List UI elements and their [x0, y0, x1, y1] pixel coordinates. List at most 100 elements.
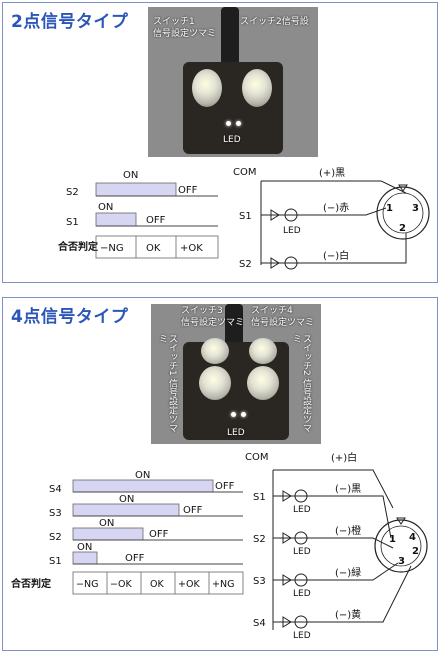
pin-1: 1 [389, 534, 396, 545]
connector-outline [374, 519, 428, 573]
s2-on-bar [95, 182, 177, 197]
wire [326, 233, 407, 264]
s1-label: S1 [253, 492, 266, 503]
com-label: COM [245, 452, 268, 463]
row-label-s1: S1 [49, 556, 62, 567]
diode-symbol [282, 616, 292, 628]
timing-chart: ON S2 OFF ON S1 OFF 合否判定 −NG OK +OK [58, 170, 219, 259]
switch1-label: スイッチ1 [153, 17, 195, 27]
pin-2: 2 [399, 223, 406, 234]
led-indicator [231, 412, 236, 417]
on-label: ON [99, 518, 114, 529]
off-label: OFF [183, 505, 203, 516]
judge-pos-ok: +OK [180, 243, 203, 254]
switch2-knob [242, 69, 272, 107]
timing-chart: ON S4 OFF ON S3 OFF ON S2 OFF ON S1 OFF … [10, 470, 244, 595]
on-label: ON [98, 202, 113, 213]
diode-symbol [270, 209, 280, 221]
wire-yellow-label: (−)黄 [335, 608, 361, 621]
led-label: LED [283, 226, 301, 236]
judge-box [72, 571, 244, 595]
panel-title: 2点信号タイプ [11, 12, 129, 32]
wire [380, 180, 407, 194]
wiring-diagram: COM (+)黒 S1 LED (−)赤 S2 (−)白 1 3 2 [233, 167, 430, 270]
cable [221, 7, 239, 67]
led-label: LED [293, 505, 311, 515]
switch3-label-line2: 信号設定ツマミ [181, 318, 245, 328]
wire [273, 469, 394, 509]
switch2-label: スイッチ2信号設 [240, 17, 309, 27]
wire-white-label: (−)白 [323, 249, 349, 262]
wire-green-label: (−)緑 [335, 566, 361, 579]
s4-on-bar [72, 479, 214, 493]
switch4-label-line2: 信号設定ツマミ [251, 318, 315, 328]
judge-box [95, 235, 219, 259]
led-indicator [236, 121, 241, 126]
judge-label: 合否判定 [58, 240, 98, 253]
judge-neg-ng: −NG [100, 243, 124, 254]
wire-black-label: (−)黒 [335, 483, 361, 495]
wire-red-label: (−)赤 [323, 202, 349, 214]
pin-2: 2 [412, 546, 419, 557]
led-symbol [294, 531, 308, 545]
wire-orange-label: (−)橙 [335, 524, 361, 537]
diode-symbol [282, 490, 292, 502]
row-label-s2: S2 [66, 187, 79, 198]
on-label: ON [135, 470, 150, 481]
s2-on-bar [72, 527, 144, 541]
cable [225, 304, 243, 349]
led-symbol [294, 489, 308, 503]
wire-black-label: (+)黒 [319, 167, 345, 179]
switch4-knob [249, 338, 277, 364]
pin-3: 3 [398, 556, 405, 567]
led-symbol [284, 256, 298, 270]
wire [338, 495, 392, 539]
com-label: COM [233, 167, 256, 178]
s4-label: S4 [253, 618, 266, 629]
pin-1: 1 [386, 203, 393, 214]
diode-symbol [282, 574, 292, 586]
switch1-vertical-label: スイッチ1 信号設定ツマミ [157, 334, 177, 433]
off-label: OFF [146, 215, 166, 226]
wiring-diagram: COM (+)白 S1 LED (−)黒 S2 LED (−)橙 S3 LED … [245, 451, 428, 641]
led-label: LED [293, 631, 311, 641]
row-label-s2: S2 [49, 532, 62, 543]
wire-white-label: (+)白 [331, 451, 357, 464]
on-label: ON [123, 170, 138, 181]
product-photo: スイッチ1 信号設定ツマミ スイッチ2信号設 LED [148, 7, 318, 157]
off-label: OFF [215, 481, 235, 492]
wire [326, 207, 387, 216]
s3-on-bar [72, 503, 180, 517]
led-label: LED [293, 547, 311, 557]
switch3-knob [201, 338, 229, 364]
switch1-knob [192, 69, 222, 107]
diode-symbol [270, 257, 280, 269]
s2-label: S2 [239, 259, 252, 270]
s1-label: S1 [239, 211, 252, 222]
s1-on-bar [72, 551, 98, 565]
two-point-signal-panel: 2点信号タイプ スイッチ1 信号設定ツマミ スイッチ2信号設 LED ON S2… [2, 2, 438, 283]
product-photo: スイッチ3 信号設定ツマミ スイッチ4 信号設定ツマミ スイッチ1 信号設定ツマ… [151, 304, 321, 444]
on-label: ON [77, 542, 92, 553]
key-mark [398, 184, 408, 192]
switch3-label: スイッチ3 [181, 306, 223, 316]
off-label: OFF [125, 553, 145, 564]
led-label: LED [227, 428, 245, 438]
wire [338, 537, 394, 549]
led-symbol [294, 615, 308, 629]
row-label-s1: S1 [66, 217, 79, 228]
connector-inner [380, 525, 422, 567]
on-label: ON [119, 494, 134, 505]
panel-title: 4点信号タイプ [11, 307, 129, 327]
led-indicator [241, 412, 246, 417]
judge-neg-ok: −OK [110, 579, 132, 590]
judge-neg-ng: −NG [76, 579, 98, 590]
row-label-s4: S4 [49, 484, 62, 495]
led-label: LED [223, 135, 241, 145]
off-label: OFF [178, 185, 198, 196]
row-label-s3: S3 [49, 508, 62, 519]
s1-on-bar [95, 212, 137, 227]
switch4-label: スイッチ4 [251, 306, 293, 316]
wire [338, 565, 412, 623]
judge-pos-ok: +OK [178, 579, 200, 590]
